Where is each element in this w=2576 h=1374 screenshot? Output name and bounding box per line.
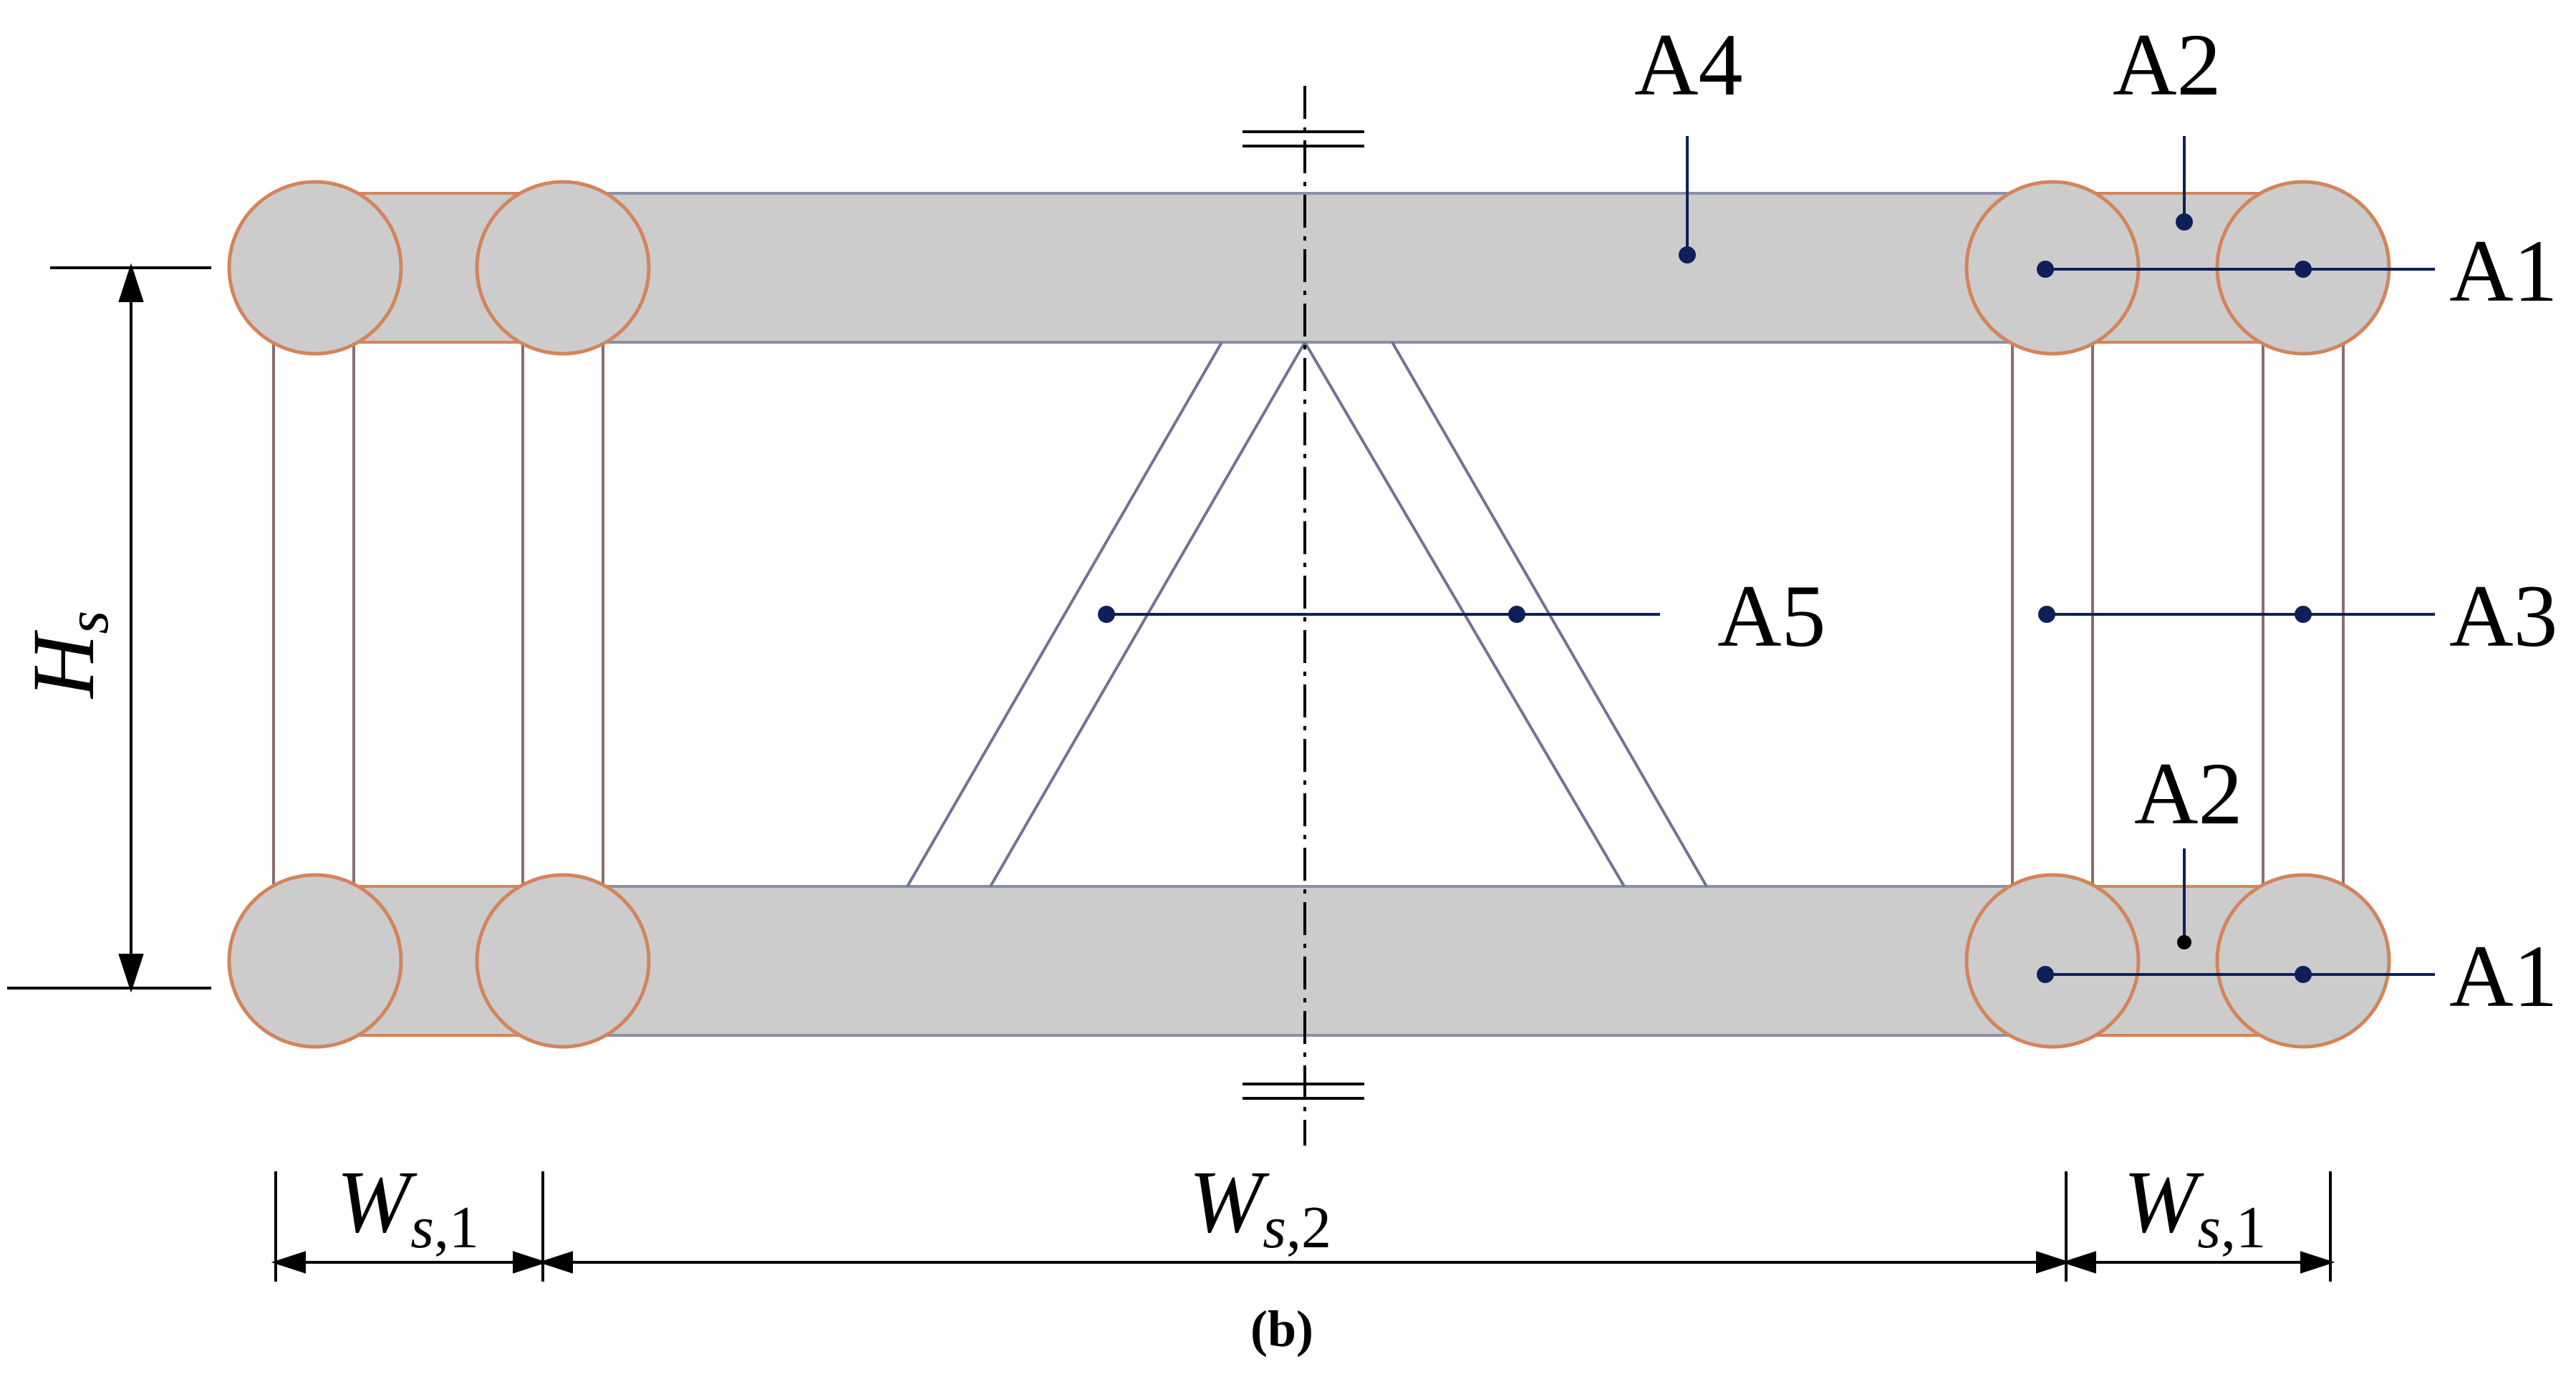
label-a1-top: A1 [2449, 222, 2558, 320]
width-dimensions [271, 1171, 2335, 1282]
left-brace-outer [906, 341, 1223, 888]
vertical-struts [272, 292, 2345, 944]
leader-lines [1106, 136, 2435, 976]
label-a4: A4 [1634, 16, 1743, 114]
figure-caption: (b) [1250, 1300, 1313, 1358]
tube-top-2 [475, 180, 651, 356]
label-a3: A3 [2449, 567, 2558, 665]
tube-bottom-3 [1964, 873, 2141, 1049]
strut-left-inner [521, 292, 604, 944]
leader-dots [1098, 213, 2312, 983]
label-a2-bottom: A2 [2134, 745, 2243, 843]
label-a1-bottom: A1 [2449, 927, 2558, 1025]
tube-top-1 [227, 180, 403, 356]
tube-bottom-4 [2215, 873, 2391, 1049]
width-left-label: Ws,1 [337, 1153, 479, 1261]
tube-bottom-2 [475, 873, 651, 1049]
height-dimension [7, 263, 211, 993]
top-chord [559, 192, 2057, 344]
width-right-label: Ws,1 [2123, 1153, 2266, 1261]
centre-line [1243, 86, 1364, 1146]
height-label: Hs [14, 611, 121, 700]
width-center-label: Ws,2 [1189, 1153, 1331, 1261]
strut-left-outer [272, 292, 355, 944]
label-a5: A5 [1717, 567, 1826, 665]
label-a2-top: A2 [2113, 16, 2222, 114]
bottom-chord [559, 885, 2057, 1037]
tube-bottom-1 [227, 873, 403, 1049]
